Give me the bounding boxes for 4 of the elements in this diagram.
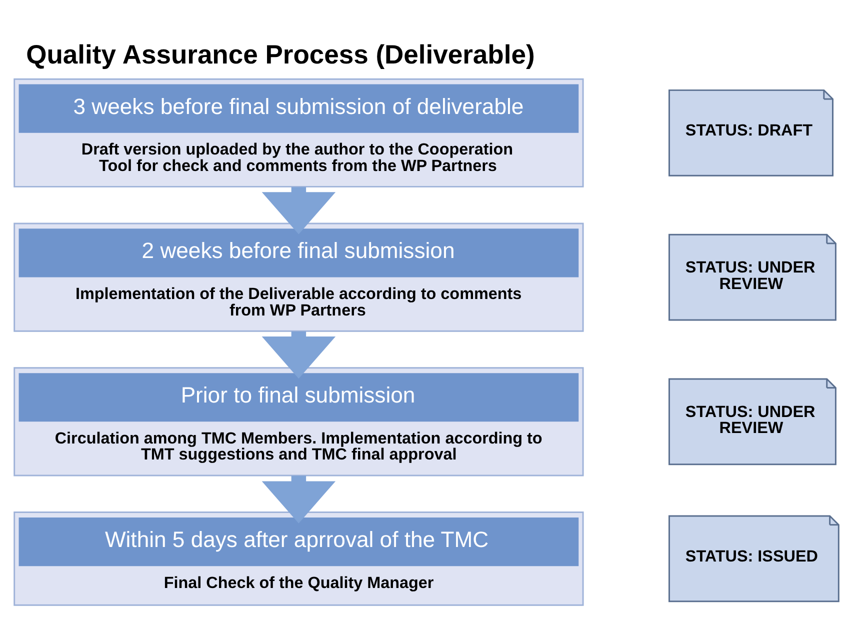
arrow [262,186,336,234]
diagram-title: Quality Assurance Process (Deliverable) [26,39,535,70]
arrow [262,475,336,523]
arrow [262,330,336,378]
